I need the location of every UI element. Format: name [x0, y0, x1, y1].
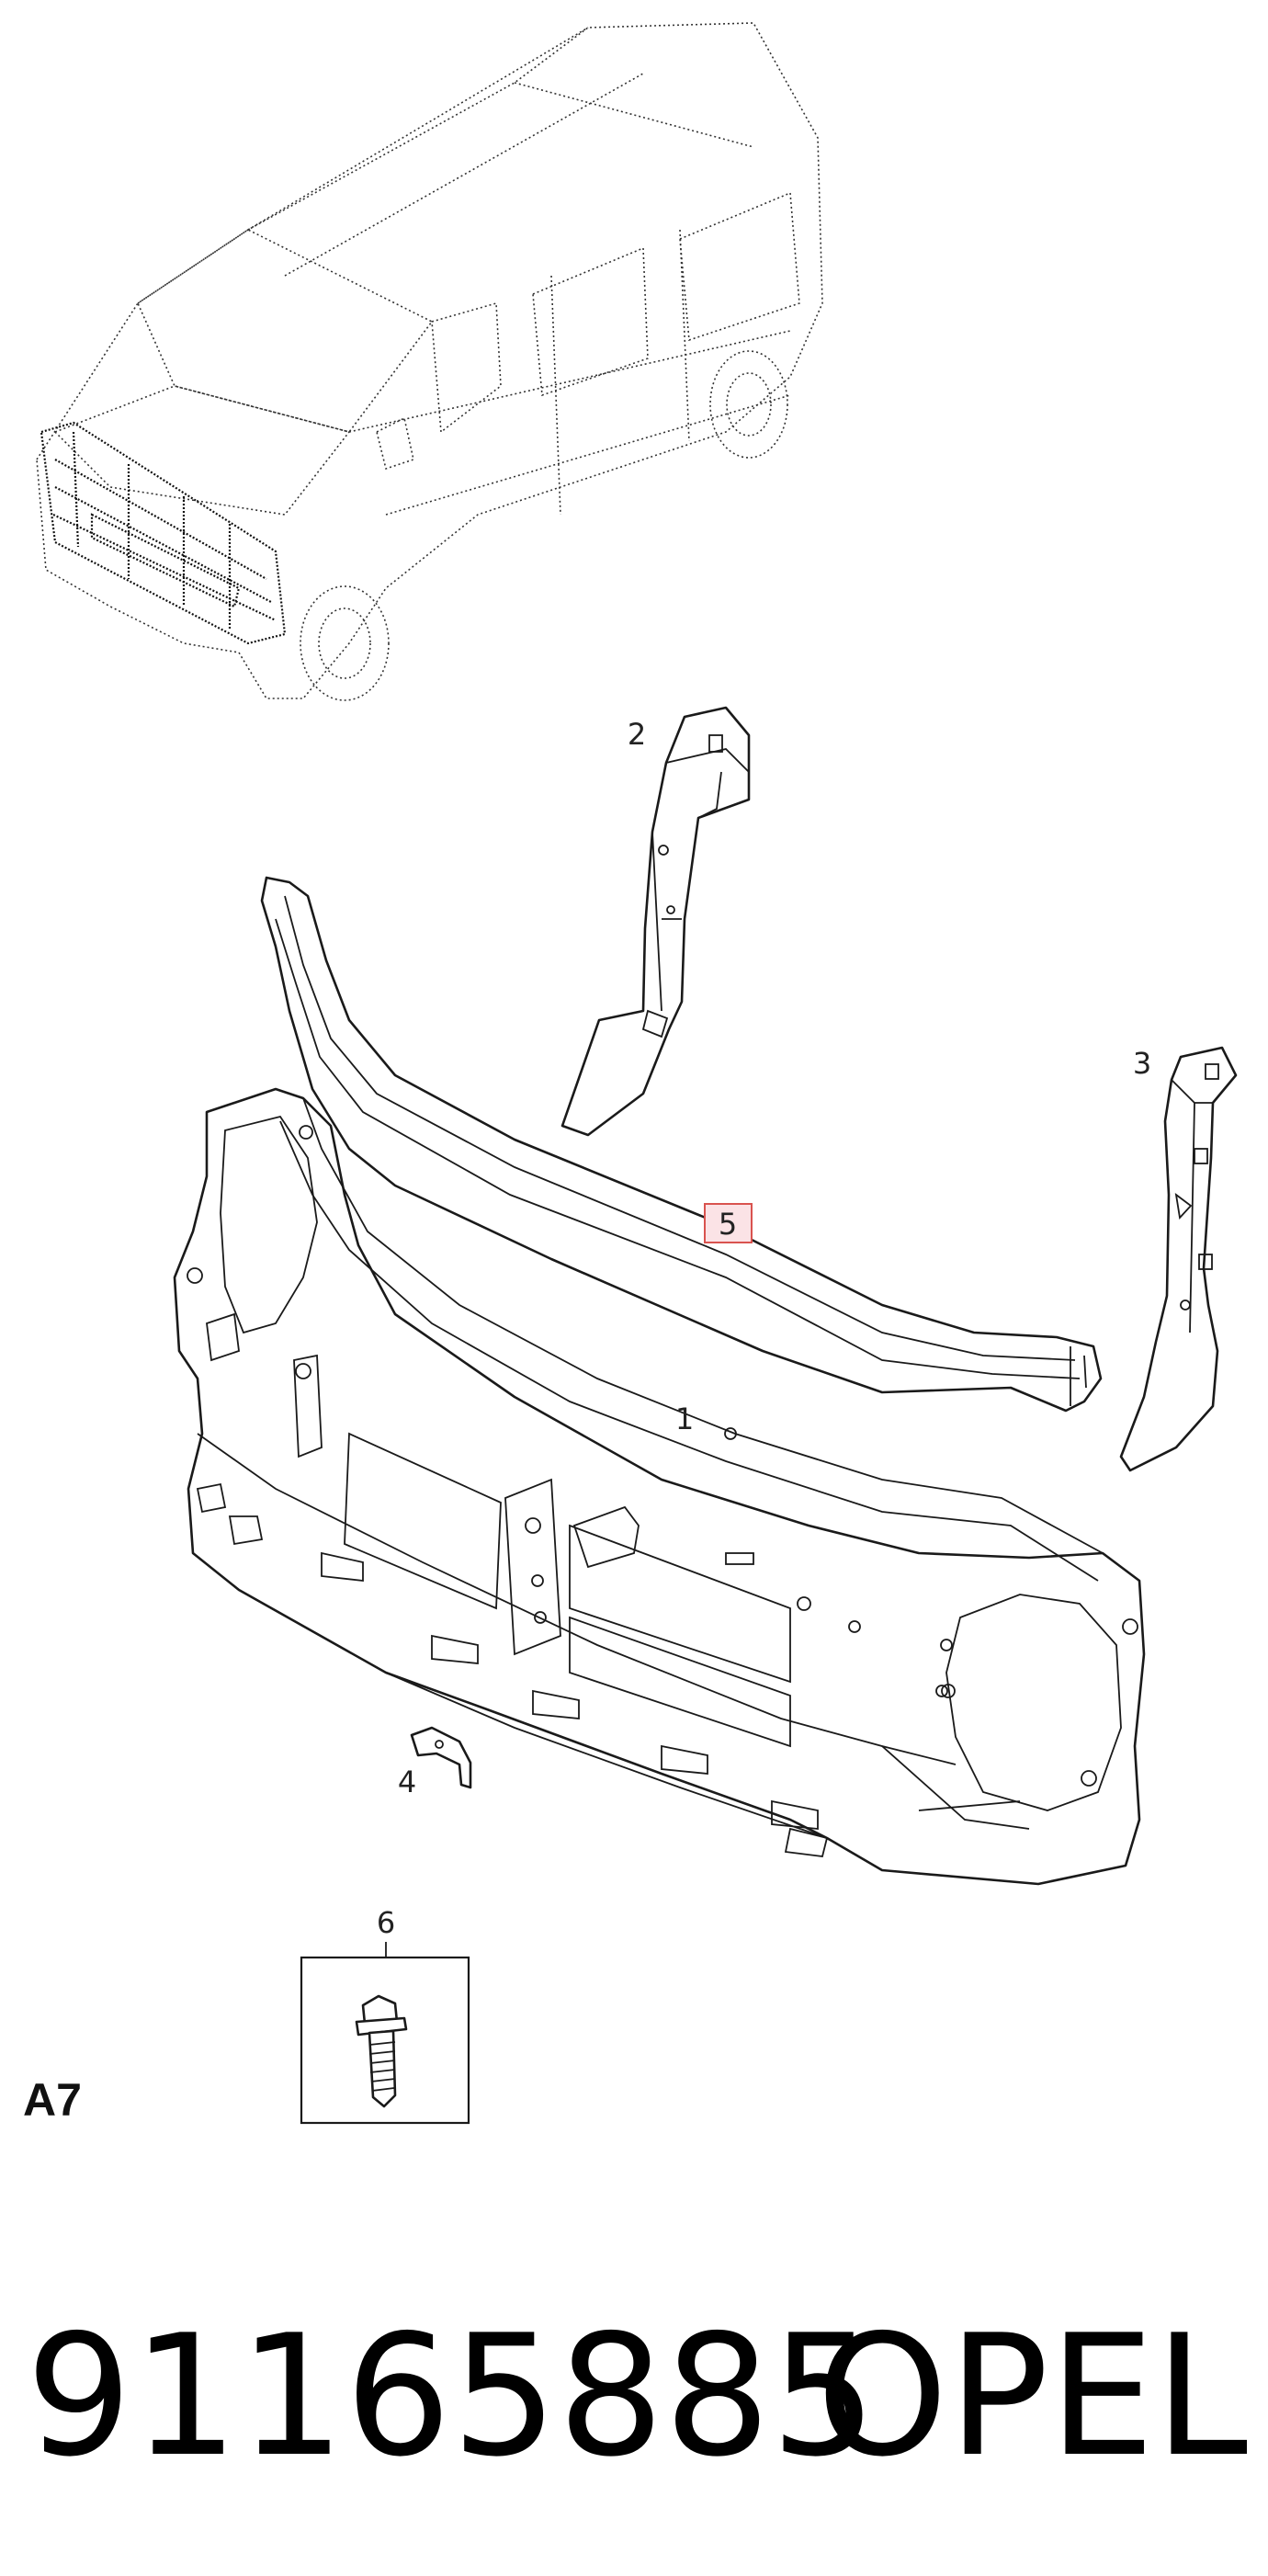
part-6-bolt-detail [300, 1942, 470, 2125]
callout-4: 4 [398, 1765, 416, 1799]
part-3-right-bracket [1119, 1046, 1238, 1472]
callout-6: 6 [377, 1905, 395, 1940]
callout-5-highlight-box [704, 1203, 753, 1243]
part-4-clip [410, 1726, 472, 1789]
part-5-upper-cross-member [260, 876, 1103, 1413]
brand-name: OPEL [817, 2298, 1248, 2493]
callout-5: 5 [719, 1207, 737, 1242]
callout-3: 3 [1133, 1046, 1151, 1081]
diagram-reference-code: A7 [23, 2074, 82, 2126]
part-number: 91165885 [26, 2298, 877, 2493]
callout-1: 1 [675, 1401, 694, 1436]
callout-2: 2 [628, 717, 646, 752]
part-2-left-upper-bracket [560, 706, 751, 1137]
part-1-front-end-carrier [173, 1087, 1146, 1886]
van-overview-illustration [36, 22, 823, 701]
bolt-icon [355, 1994, 408, 2108]
